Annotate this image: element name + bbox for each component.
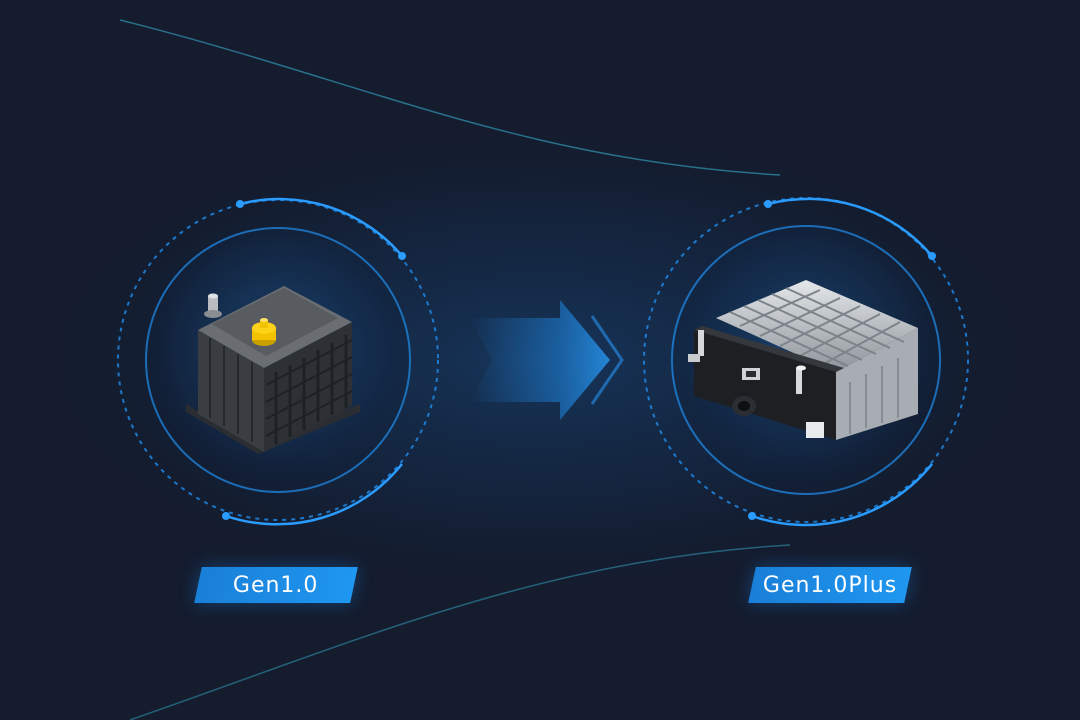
- gen1-label-tag: Gen1.0: [194, 567, 358, 603]
- arrow-right-icon: [470, 300, 624, 420]
- finned-housing-module-icon: [688, 280, 918, 440]
- gen1-label: Gen1.0: [233, 572, 319, 598]
- gen1plus-label-tag: Gen1.0Plus: [748, 567, 912, 603]
- gen1plus-label: Gen1.0Plus: [762, 572, 898, 598]
- battery-pack-icon: [186, 286, 360, 454]
